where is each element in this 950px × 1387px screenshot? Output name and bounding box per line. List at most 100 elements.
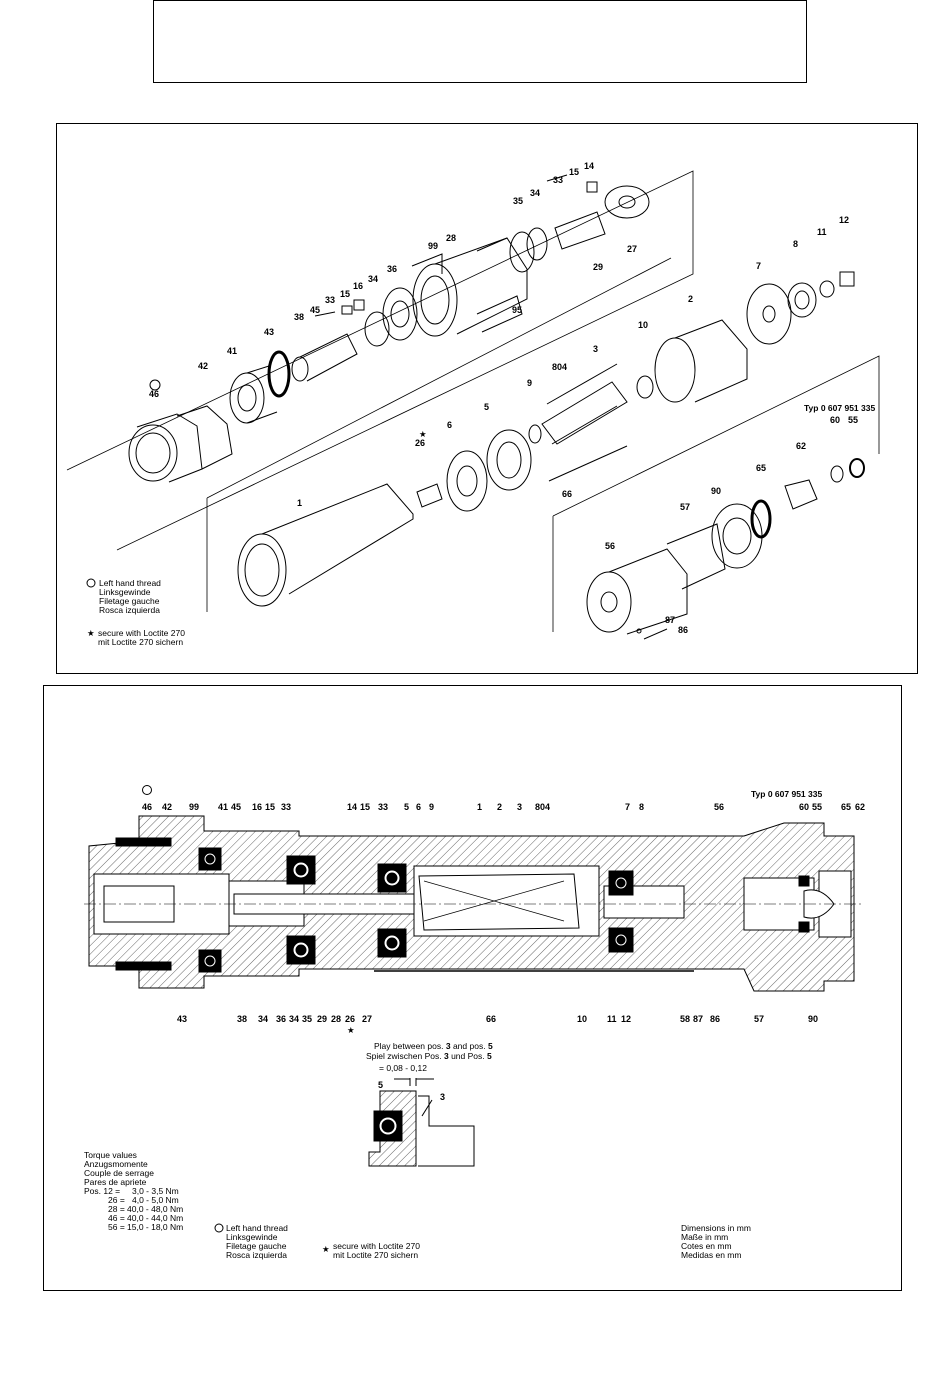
type-label: Typ 0 607 951 335 bbox=[804, 403, 875, 413]
torque-val-46: 40,0 - 44,0 Nm bbox=[127, 1213, 183, 1223]
sec-label-58: 58 bbox=[680, 1014, 690, 1024]
label-26: 26 bbox=[415, 438, 425, 448]
sec-legend-loctite-en: secure with Loctite 270 bbox=[333, 1241, 420, 1251]
label-5: 5 bbox=[484, 402, 489, 412]
sec-label-804: 804 bbox=[535, 802, 550, 812]
label-7: 7 bbox=[756, 261, 761, 271]
label-8: 8 bbox=[793, 239, 798, 249]
torque-pos-56: 56 = bbox=[108, 1222, 125, 1232]
legend-lh-es: Rosca izquierda bbox=[99, 605, 160, 615]
label-35: 35 bbox=[513, 196, 523, 206]
sec-label-15: 15 bbox=[265, 802, 275, 812]
label-95: 95 bbox=[512, 305, 522, 315]
sec-label-38: 38 bbox=[237, 1014, 247, 1024]
label-1: 1 bbox=[297, 498, 302, 508]
sec-type-label: Typ 0 607 951 335 bbox=[751, 789, 822, 799]
left-hand-thread-icon bbox=[149, 379, 161, 391]
legend-lh-de: Linksgewinde bbox=[99, 587, 151, 597]
torque-val-26: 4,0 - 5,0 Nm bbox=[132, 1195, 179, 1205]
label-3: 3 bbox=[593, 344, 598, 354]
sec-label-65: 65 bbox=[841, 802, 851, 812]
label-99: 99 bbox=[428, 241, 438, 251]
torque-pos-12: Pos. 12 = bbox=[84, 1186, 120, 1196]
sec-label-9: 9 bbox=[429, 802, 434, 812]
dimensions-de: Maße in mm bbox=[681, 1232, 728, 1242]
sec-label-7: 7 bbox=[625, 802, 630, 812]
sec-label-43: 43 bbox=[177, 1014, 187, 1024]
label-87: 87 bbox=[665, 615, 675, 625]
label-33: 33 bbox=[553, 175, 563, 185]
label-45: 45 bbox=[310, 305, 320, 315]
label-62: 62 bbox=[796, 441, 806, 451]
play-value: = 0,08 - 0,12 bbox=[379, 1063, 427, 1073]
label-38: 38 bbox=[294, 312, 304, 322]
torque-val-12: 3,0 - 3,5 Nm bbox=[132, 1186, 179, 1196]
legend-section: Left hand thread Linksgewinde Filetage g… bbox=[214, 1223, 420, 1260]
label-66: 66 bbox=[562, 489, 572, 499]
sec-legend-lh-de: Linksgewinde bbox=[226, 1232, 278, 1242]
sec-label-2: 2 bbox=[497, 802, 502, 812]
label-46: 46 bbox=[149, 389, 159, 399]
label-41: 41 bbox=[227, 346, 237, 356]
label-42: 42 bbox=[198, 361, 208, 371]
sec-label-66: 66 bbox=[486, 1014, 496, 1024]
sec-label-90: 90 bbox=[808, 1014, 818, 1024]
loctite-star-icon: ★ bbox=[87, 628, 95, 638]
sec-label-34b: 34 bbox=[289, 1014, 299, 1024]
label-16: 16 bbox=[353, 281, 363, 291]
label-36: 36 bbox=[387, 264, 397, 274]
label-33b: 33 bbox=[325, 295, 335, 305]
play-title-de: Spiel zwischen Pos. 3 und Pos. 5 bbox=[366, 1051, 492, 1061]
sec-label-3: 3 bbox=[517, 802, 522, 812]
label-27: 27 bbox=[627, 244, 637, 254]
label-34b: 34 bbox=[368, 274, 378, 284]
sec-legend-lh-es: Rosca izquierda bbox=[226, 1250, 287, 1260]
label-43: 43 bbox=[264, 327, 274, 337]
exploded-view-panel: 14 15 33 34 35 27 29 99 28 36 16 15 33 3… bbox=[56, 123, 918, 674]
section-view-panel: 46 42 99 41 45 16 15 33 14 15 33 5 6 9 1… bbox=[43, 685, 902, 1291]
left-hand-thread-icon bbox=[142, 785, 152, 795]
left-hand-thread-icon bbox=[214, 1223, 224, 1233]
label-86: 86 bbox=[678, 625, 688, 635]
sec-label-29: 29 bbox=[317, 1014, 327, 1024]
sec-label-27: 27 bbox=[362, 1014, 372, 1024]
torque-pos-28: 28 = bbox=[108, 1204, 125, 1214]
sec-label-14: 14 bbox=[347, 802, 357, 812]
sec-label-56: 56 bbox=[714, 802, 724, 812]
sec-label-86: 86 bbox=[710, 1014, 720, 1024]
play-title-en: Play between pos. 3 and pos. 5 bbox=[374, 1041, 493, 1051]
label-15b: 15 bbox=[340, 289, 350, 299]
torque-pos-26: 26 = bbox=[108, 1195, 125, 1205]
label-34: 34 bbox=[530, 188, 540, 198]
left-hand-thread-icon bbox=[86, 578, 96, 588]
sec-label-11: 11 bbox=[607, 1014, 617, 1024]
sec-label-62: 62 bbox=[855, 802, 865, 812]
torque-title-de: Anzugsmomente bbox=[84, 1159, 148, 1169]
sec-label-1: 1 bbox=[477, 802, 482, 812]
torque-val-56: 15,0 - 18,0 Nm bbox=[127, 1222, 183, 1232]
sec-label-36: 36 bbox=[276, 1014, 286, 1024]
label-14: 14 bbox=[584, 161, 594, 171]
label-55: 55 bbox=[848, 415, 858, 425]
torque-pos-46: 46 = bbox=[108, 1213, 125, 1223]
label-2: 2 bbox=[688, 294, 693, 304]
dimensions-note: Dimensions in mm Maße in mm Cotes en mm … bbox=[681, 1223, 751, 1260]
sec-label-15b: 15 bbox=[360, 802, 370, 812]
label-29: 29 bbox=[593, 262, 603, 272]
sec-label-45: 45 bbox=[231, 802, 241, 812]
sec-label-99: 99 bbox=[189, 802, 199, 812]
section-bottom-labels: 43 38 34 36 34 35 29 28 26 27 66 10 11 1… bbox=[177, 1014, 818, 1024]
sec-label-5: 5 bbox=[404, 802, 409, 812]
section-view-drawing: 46 42 99 41 45 16 15 33 14 15 33 5 6 9 1… bbox=[84, 785, 865, 1260]
label-15: 15 bbox=[569, 167, 579, 177]
label-804: 804 bbox=[552, 362, 567, 372]
label-28: 28 bbox=[446, 233, 456, 243]
loctite-star-icon: ★ bbox=[322, 1244, 330, 1254]
label-60: 60 bbox=[830, 415, 840, 425]
label-10: 10 bbox=[638, 320, 648, 330]
sec-label-42: 42 bbox=[162, 802, 172, 812]
label-9: 9 bbox=[527, 378, 532, 388]
sec-legend-lh-en: Left hand thread bbox=[226, 1223, 288, 1233]
play-detail: Play between pos. 3 and pos. 5 Spiel zwi… bbox=[366, 1041, 493, 1167]
sec-label-55: 55 bbox=[812, 802, 822, 812]
